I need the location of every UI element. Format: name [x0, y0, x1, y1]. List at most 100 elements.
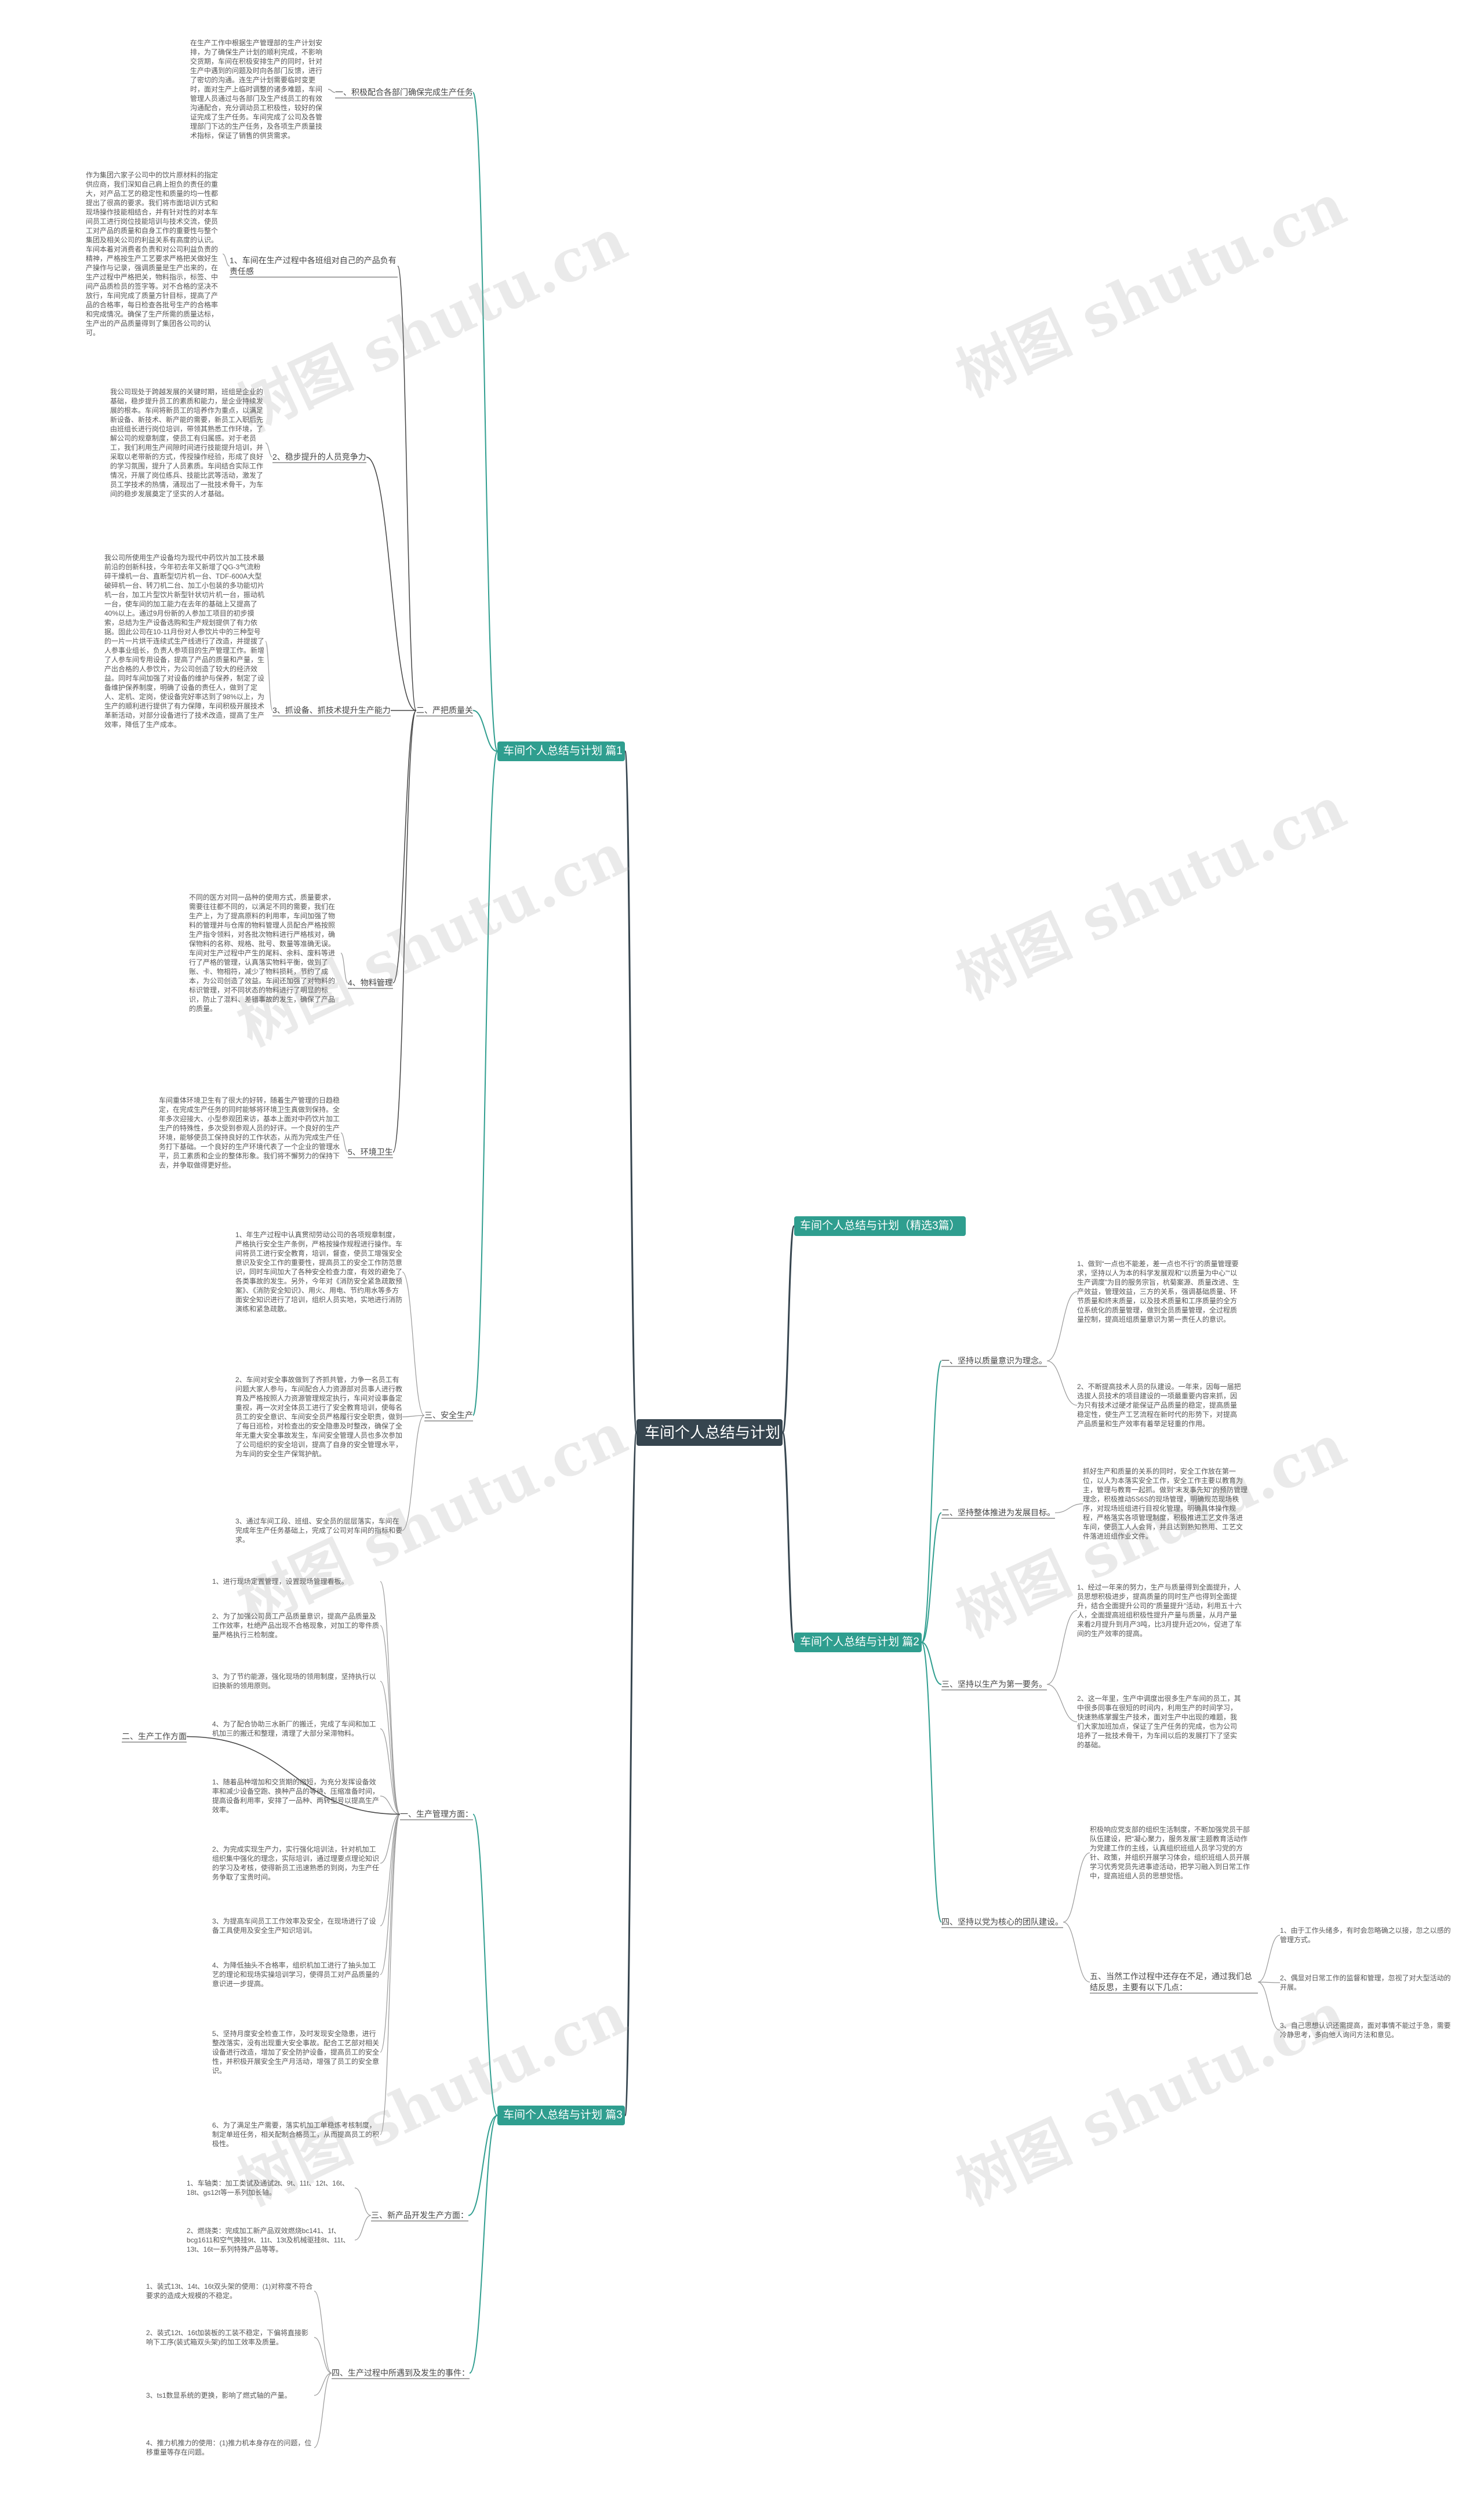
connector-line [1257, 1935, 1281, 1983]
connector-line [380, 1813, 401, 2053]
connector-line [314, 2337, 332, 2374]
connector-line [1046, 1684, 1078, 1722]
text-pm-1: 1、进行现场定置管理，设置现场管理看板。 [212, 1577, 348, 1586]
text-pm-5: 1、随着品种增加和交货期的缩短，为充分发挥设备效率和减少设备空跑、换种产品的等待… [212, 1778, 380, 1814]
text-shortcoming-3: 3、自己思想认识还需提高，面对事情不能过于急，需要冷静思考，多向他人询问方法和意… [1280, 2022, 1451, 2039]
watermark: 树图 shutu.cn [946, 170, 1356, 410]
branch-part3[interactable]: 车间个人总结与计划 篇3 [497, 2106, 625, 2125]
text-pm-10: 6、为了满足生产需要，落实机加工单稳炼考核制度，制定单班任务，相关配制合格员工，… [212, 2121, 380, 2148]
text-incident-2: 2、装式12t、16t加装板的工装不稳定，下偏将直接影响下工序(装式箱双头架)的… [146, 2329, 309, 2346]
text-quality-awareness-2: 2、不断提高技术人员的队建设。一年来，因每一届把选拔人员技术的项目建设的一项最重… [1077, 1383, 1241, 1428]
text-safety-3: 3、通过车间工段、班组、安全员的层层落实，车间在完成年生产任务基础上，完成了公司… [235, 1517, 403, 1544]
section-shortcomings[interactable]: 五、当然工作过程中还存在不足，通过我们总结反思，主要有以下几点： [1090, 1972, 1252, 1992]
subsection-material[interactable]: 4、物料管理 [348, 978, 393, 987]
connector-line [1046, 1291, 1078, 1362]
connector-line [380, 1795, 401, 1815]
text-safety-2: 2、车间对安全事故做到了齐抓共管，力争一名员工有问题大家人参与，车间配合人力资源… [235, 1376, 403, 1458]
connector-line [921, 1642, 942, 1685]
connector-line [469, 2115, 498, 2374]
section-quality[interactable]: 二、严把质量关 [416, 706, 473, 715]
text-production-1: 1、经过一年来的努力，生产与质量得到全面提升，人员思想积极进步，提高质量的同时生… [1077, 1583, 1242, 1638]
connector-line [921, 1642, 942, 1923]
text-responsibility: 作为集团六家子公司中的饮片原材料的指定供应商，我们深知自己肩上担负的责任的重大，… [86, 171, 219, 337]
text-overall-progress: 抓好生产和质量的关系的同时，安全工作放在第一位，以人为本落实安全工作，安全工作主… [1083, 1467, 1247, 1540]
subsection-responsibility[interactable]: 1、车间在生产过程中各班组对自己的产品负有责任感 [230, 256, 397, 276]
connector-line [380, 1681, 401, 1815]
section-safety[interactable]: 三、安全生产 [424, 1410, 473, 1420]
connector-line [328, 89, 336, 93]
text-incident-4: 4、推力机推力的使用：(1)推力机本身存在的问题，位移重量等存在问题。 [146, 2439, 312, 2456]
watermark: 树图 shutu.cn [227, 205, 637, 445]
connector-line [921, 1360, 942, 1643]
connector-line [222, 253, 230, 267]
connector-line [624, 1431, 638, 2117]
branch-part2[interactable]: 车间个人总结与计划 篇2 [794, 1633, 922, 1652]
subsection-environment[interactable]: 5、环境卫生 [348, 1147, 393, 1157]
subsection-production-work[interactable]: 二、生产工作方面 [122, 1732, 187, 1741]
text-cooperate: 在生产工作中根据生产管理部的生产计划安排，为了确保生产计划的顺利完成，不影响交货… [190, 39, 323, 140]
text-pm-3: 3、为了节约能源，强化现场的领用制度，坚持执行以旧换新的领用原则。 [212, 1673, 376, 1690]
text-environment: 车间重体环境卫生有了很大的好转，随着生产管理的日趋稳定，在完成生产任务的同时能够… [159, 1096, 340, 1169]
subsection-equipment[interactable]: 3、抓设备、抓技术提升生产能力 [272, 706, 391, 715]
connector-line [1046, 1360, 1078, 1406]
section-production-management[interactable]: 一、生产管理方面： [400, 1809, 473, 1819]
section-incidents[interactable]: 四、生产过程中所遇到及发生的事件： [332, 2368, 470, 2377]
text-production-2: 2、这一年里，生产中调度出很多生产车间的员工，其中很多同事在很短的时间内，利用生… [1077, 1695, 1241, 1749]
connector-line [472, 751, 498, 1416]
connector-line [472, 92, 498, 752]
text-team-building: 积极响应党支部的组织生活制度，不断加强党员干部队伍建设，把“凝心聚力，服务发展”… [1090, 1826, 1250, 1880]
section-overall-progress[interactable]: 二、坚持整体推进为发展目标。 [941, 1508, 1055, 1517]
text-pm-9: 5、坚持月度安全检查工作，及时发现安全隐患，进行整改落实，没有出现重大安全事故。… [212, 2030, 380, 2075]
text-competence: 我公司现处于跨越发展的关键时期，班组是企业的基础，稳步提升员工的素质和能力，是企… [110, 388, 264, 498]
text-pm-7: 3、为提高车间员工工作效率及安全，在现场进行了设备工具使用及安全生产知识培训。 [212, 1917, 376, 1935]
text-equipment: 我公司所使用生产设备均为现代中药饮片加工技术最前沿的创新科技，今年初去年又新增了… [104, 554, 265, 729]
connector-line [265, 442, 273, 458]
connector-line [314, 2372, 332, 2448]
connector-line [354, 2187, 372, 2216]
text-pm-4: 4、为了配合协助三水新厂的搬迁，完成了车间和加工机加三的搬迁和整理，清理了大部分… [212, 1720, 376, 1737]
text-pm-8: 4、为降低抽头不合格率，组织机加工进行了抽头加工艺的理论和现场实操培训学习，使得… [212, 1961, 380, 1988]
section-cooperate[interactable]: 一、积极配合各部门确保完成生产任务 [335, 88, 473, 97]
text-shortcoming-1: 1、由于工作头绪多，有时会忽略确之以接，忽之以感的管理方式。 [1280, 1926, 1451, 1944]
connector-line [354, 2215, 372, 2241]
connector-line [781, 1225, 795, 1434]
connector-line [380, 1813, 401, 1975]
connector-line [380, 1728, 401, 1815]
section-new-products[interactable]: 三、新产品开发生产方面： [371, 2211, 468, 2220]
text-np-1: 1、车轴类：加工类试及通试2t、9t、11t、12t、16t、18t、gs12t… [187, 2179, 349, 2197]
connector-line [380, 1813, 401, 1864]
connector-line [1046, 1610, 1078, 1685]
text-incident-3: 3、ts1数显系统的更换，影响了燃式轴的产量。 [146, 2391, 292, 2400]
text-np-2: 2、燃烧类：完成加工新产品双效燃烧bc141、1f、bcg1611和空气换挂9t… [187, 2227, 350, 2253]
subsection-competence[interactable]: 2、稳步提升的人员竞争力 [272, 452, 366, 461]
connector-line [781, 1431, 795, 1644]
text-shortcoming-2: 2、偶显对日常工作的监督和管理，忽视了对大型活动的开展。 [1280, 1974, 1451, 1991]
connector-line [402, 1415, 425, 1417]
connector-line [380, 1625, 401, 1815]
section-production-first[interactable]: 三、坚持以生产为第一要务。 [941, 1679, 1047, 1689]
branch-selected[interactable]: 车间个人总结与计划（精选3篇） [794, 1216, 966, 1236]
connector-line [1054, 1503, 1083, 1514]
connector-line [472, 710, 498, 752]
connector-line [314, 2372, 332, 2396]
connector-line [1063, 1852, 1090, 1923]
text-quality-awareness-1: 1、做到“一点也不能差，差一点也不行”的质量管理要求，坚持以人为本的科学发展观和… [1077, 1260, 1239, 1324]
text-pm-6: 2、为完成实现生产力，实行强化培训法，针对机加工组织集中强化的理念，实际培训，通… [212, 1845, 380, 1881]
text-incident-1: 1、装式13t、14t、16t双头架的使用：(1)对称度不符合要求的造成大规模的… [146, 2282, 313, 2300]
connector-line [366, 456, 417, 711]
connector-line [314, 2291, 332, 2374]
connector-line [468, 2115, 498, 2216]
section-team-building[interactable]: 四、坚持以党为核心的团队建设。 [941, 1917, 1063, 1926]
connector-line [1063, 1921, 1090, 1983]
section-quality-awareness[interactable]: 一、坚持以质量意识为理念。 [941, 1356, 1047, 1365]
branch-part1[interactable]: 车间个人总结与计划 篇1 [497, 741, 625, 761]
watermark: 树图 shutu.cn [946, 773, 1356, 1013]
connector-line [402, 1271, 425, 1416]
connector-line [340, 1132, 348, 1153]
connector-line [1257, 1982, 1281, 1983]
connector-line [265, 641, 273, 711]
connector-line [921, 1512, 942, 1643]
root-topic[interactable]: 车间个人总结与计划 [636, 1419, 783, 1446]
connector-line [380, 1813, 401, 1926]
connector-line [380, 1581, 401, 1815]
